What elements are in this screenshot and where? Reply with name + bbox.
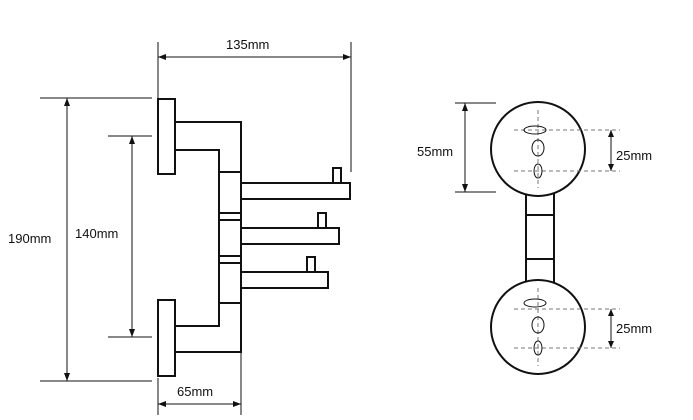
dimension-spacing-lower: 25mm [608, 309, 652, 348]
lower-screw-slot-icon [523, 298, 547, 308]
dimension-height-total: 190mm [8, 97, 152, 382]
height-mount-label: 140mm [75, 226, 118, 241]
lower-center-hole-icon [531, 316, 545, 334]
spacing-upper-label: 25mm [616, 148, 652, 163]
side-view: 135mm 190mm 140mm 65mm [8, 37, 352, 415]
rosette-height-label: 55mm [417, 144, 453, 159]
lower-wall-plate [157, 299, 176, 377]
hook-arm-3 [240, 256, 329, 289]
front-column [525, 189, 555, 285]
hook-arm-2 [240, 212, 340, 245]
upper-center-hole-icon [531, 139, 545, 157]
height-total-label: 190mm [8, 231, 51, 246]
dimension-rosette-height: 55mm [417, 102, 496, 193]
width-top-label: 135mm [226, 37, 269, 52]
lower-rosette [490, 279, 620, 375]
lower-arm [175, 303, 242, 353]
front-view: 55mm [417, 101, 652, 375]
upper-screw-slot-icon [523, 125, 547, 135]
dimension-height-mount: 140mm [75, 135, 152, 338]
upper-lower-hole-icon [533, 163, 543, 179]
dimension-spacing-upper: 25mm [608, 130, 652, 171]
depth-base-label: 65mm [177, 384, 213, 399]
upper-wall-plate [157, 98, 176, 175]
upper-arm [175, 121, 242, 172]
lower-lower-hole-icon [533, 340, 543, 356]
upper-rosette [490, 101, 620, 197]
hook-arm-1 [240, 167, 351, 200]
dimension-width-top: 135mm [157, 37, 352, 172]
swivel-column [218, 171, 242, 304]
spacing-lower-label: 25mm [616, 321, 652, 336]
dimension-depth-base: 65mm [157, 352, 242, 415]
